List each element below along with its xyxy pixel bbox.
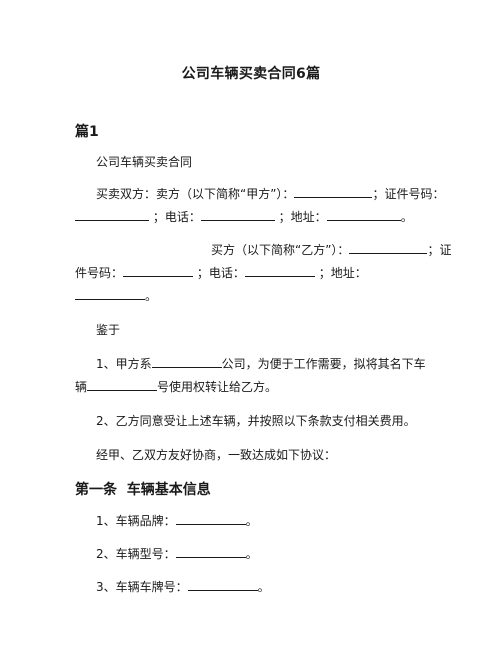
whereas: 鉴于 — [96, 323, 121, 337]
buyer-name-blank — [349, 242, 428, 254]
vehicle-brand-label: 1、车辆品牌： — [96, 514, 176, 528]
company-blank — [151, 356, 222, 368]
seller-phone-blank — [200, 209, 275, 221]
seller-line-1: 买卖双方：卖方（以下简称“甲方”）： ；证件号码： — [96, 186, 444, 202]
contract-name: 公司车辆买卖合同 — [96, 155, 193, 169]
period: 。 — [245, 514, 258, 528]
seller-line-2: ；电话： ；地址： 。 — [75, 209, 413, 225]
seller-name-blank — [294, 186, 373, 198]
buyer-id-label-start: ；证 — [427, 243, 452, 257]
vehicle-model-blank — [175, 546, 246, 558]
period: 。 — [245, 547, 258, 561]
recital-1-line-1: 1、甲方系 公司，为便于工作需要，拟将其名下车 — [96, 356, 426, 372]
buyer-phone-label: ；电话： — [196, 266, 245, 280]
seller-address-blank — [326, 209, 401, 221]
vehicle-model-label: 2、车辆型号： — [96, 547, 176, 561]
buyer-line-3: 。 — [75, 288, 157, 304]
agreement-statement: 经甲、乙双方友好协商，一致达成如下协议： — [96, 448, 337, 462]
vehicle-plate-line: 3、车辆车牌号： 。 — [96, 579, 270, 595]
buyer-phone-blank — [244, 265, 315, 277]
document-title: 公司车辆买卖合同6篇 — [181, 66, 321, 82]
buyer-address-blank — [75, 288, 145, 300]
vehicle-brand-blank — [175, 513, 246, 525]
vehicle-model-line: 2、车辆型号： 。 — [96, 546, 258, 562]
buyer-intro: 买方（以下简称“乙方”）： — [211, 243, 350, 257]
article-1-heading: 第一条 车辆基本信息 — [75, 482, 211, 498]
section-heading: 篇1 — [75, 124, 99, 140]
buyer-id-label-end: 件号码： — [75, 266, 124, 280]
buyer-id-blank — [123, 265, 194, 277]
phone-label: ；电话： — [152, 210, 201, 224]
buyer-line-2: 件号码： ；电话： ；地址： — [75, 265, 367, 281]
recital-1-line-2: 辆 号使用权转让给乙方。 — [75, 379, 277, 395]
recital-1-vehicle: 辆 — [75, 380, 88, 394]
vehicle-plate-label: 3、车辆车牌号： — [96, 580, 188, 594]
period: 。 — [400, 210, 413, 224]
recital-1-prefix: 1、甲方系 — [96, 357, 152, 371]
buyer-line-1: 买方（以下简称“乙方”）： ；证 — [211, 242, 451, 258]
period: 。 — [257, 580, 270, 594]
vehicle-plate-blank — [187, 579, 258, 591]
recital-1-end: 号使用权转让给乙方。 — [157, 380, 278, 394]
period: 。 — [145, 289, 158, 303]
vehicle-brand-line: 1、车辆品牌： 。 — [96, 513, 258, 529]
seller-id-blank — [75, 209, 149, 221]
vehicle-no-blank — [87, 379, 158, 391]
recital-2: 2、乙方同意受让上述车辆，并按照以下条款支付相关费用。 — [96, 414, 416, 428]
address-label: ；地址： — [278, 210, 327, 224]
recital-1-text: 公司，为便于工作需要，拟将其名下车 — [221, 357, 426, 371]
seller-intro: 买卖双方：卖方（以下简称“甲方”）： — [96, 187, 295, 201]
buyer-address-label: ；地址： — [318, 266, 367, 280]
id-number-label: ；证件号码： — [372, 187, 445, 201]
